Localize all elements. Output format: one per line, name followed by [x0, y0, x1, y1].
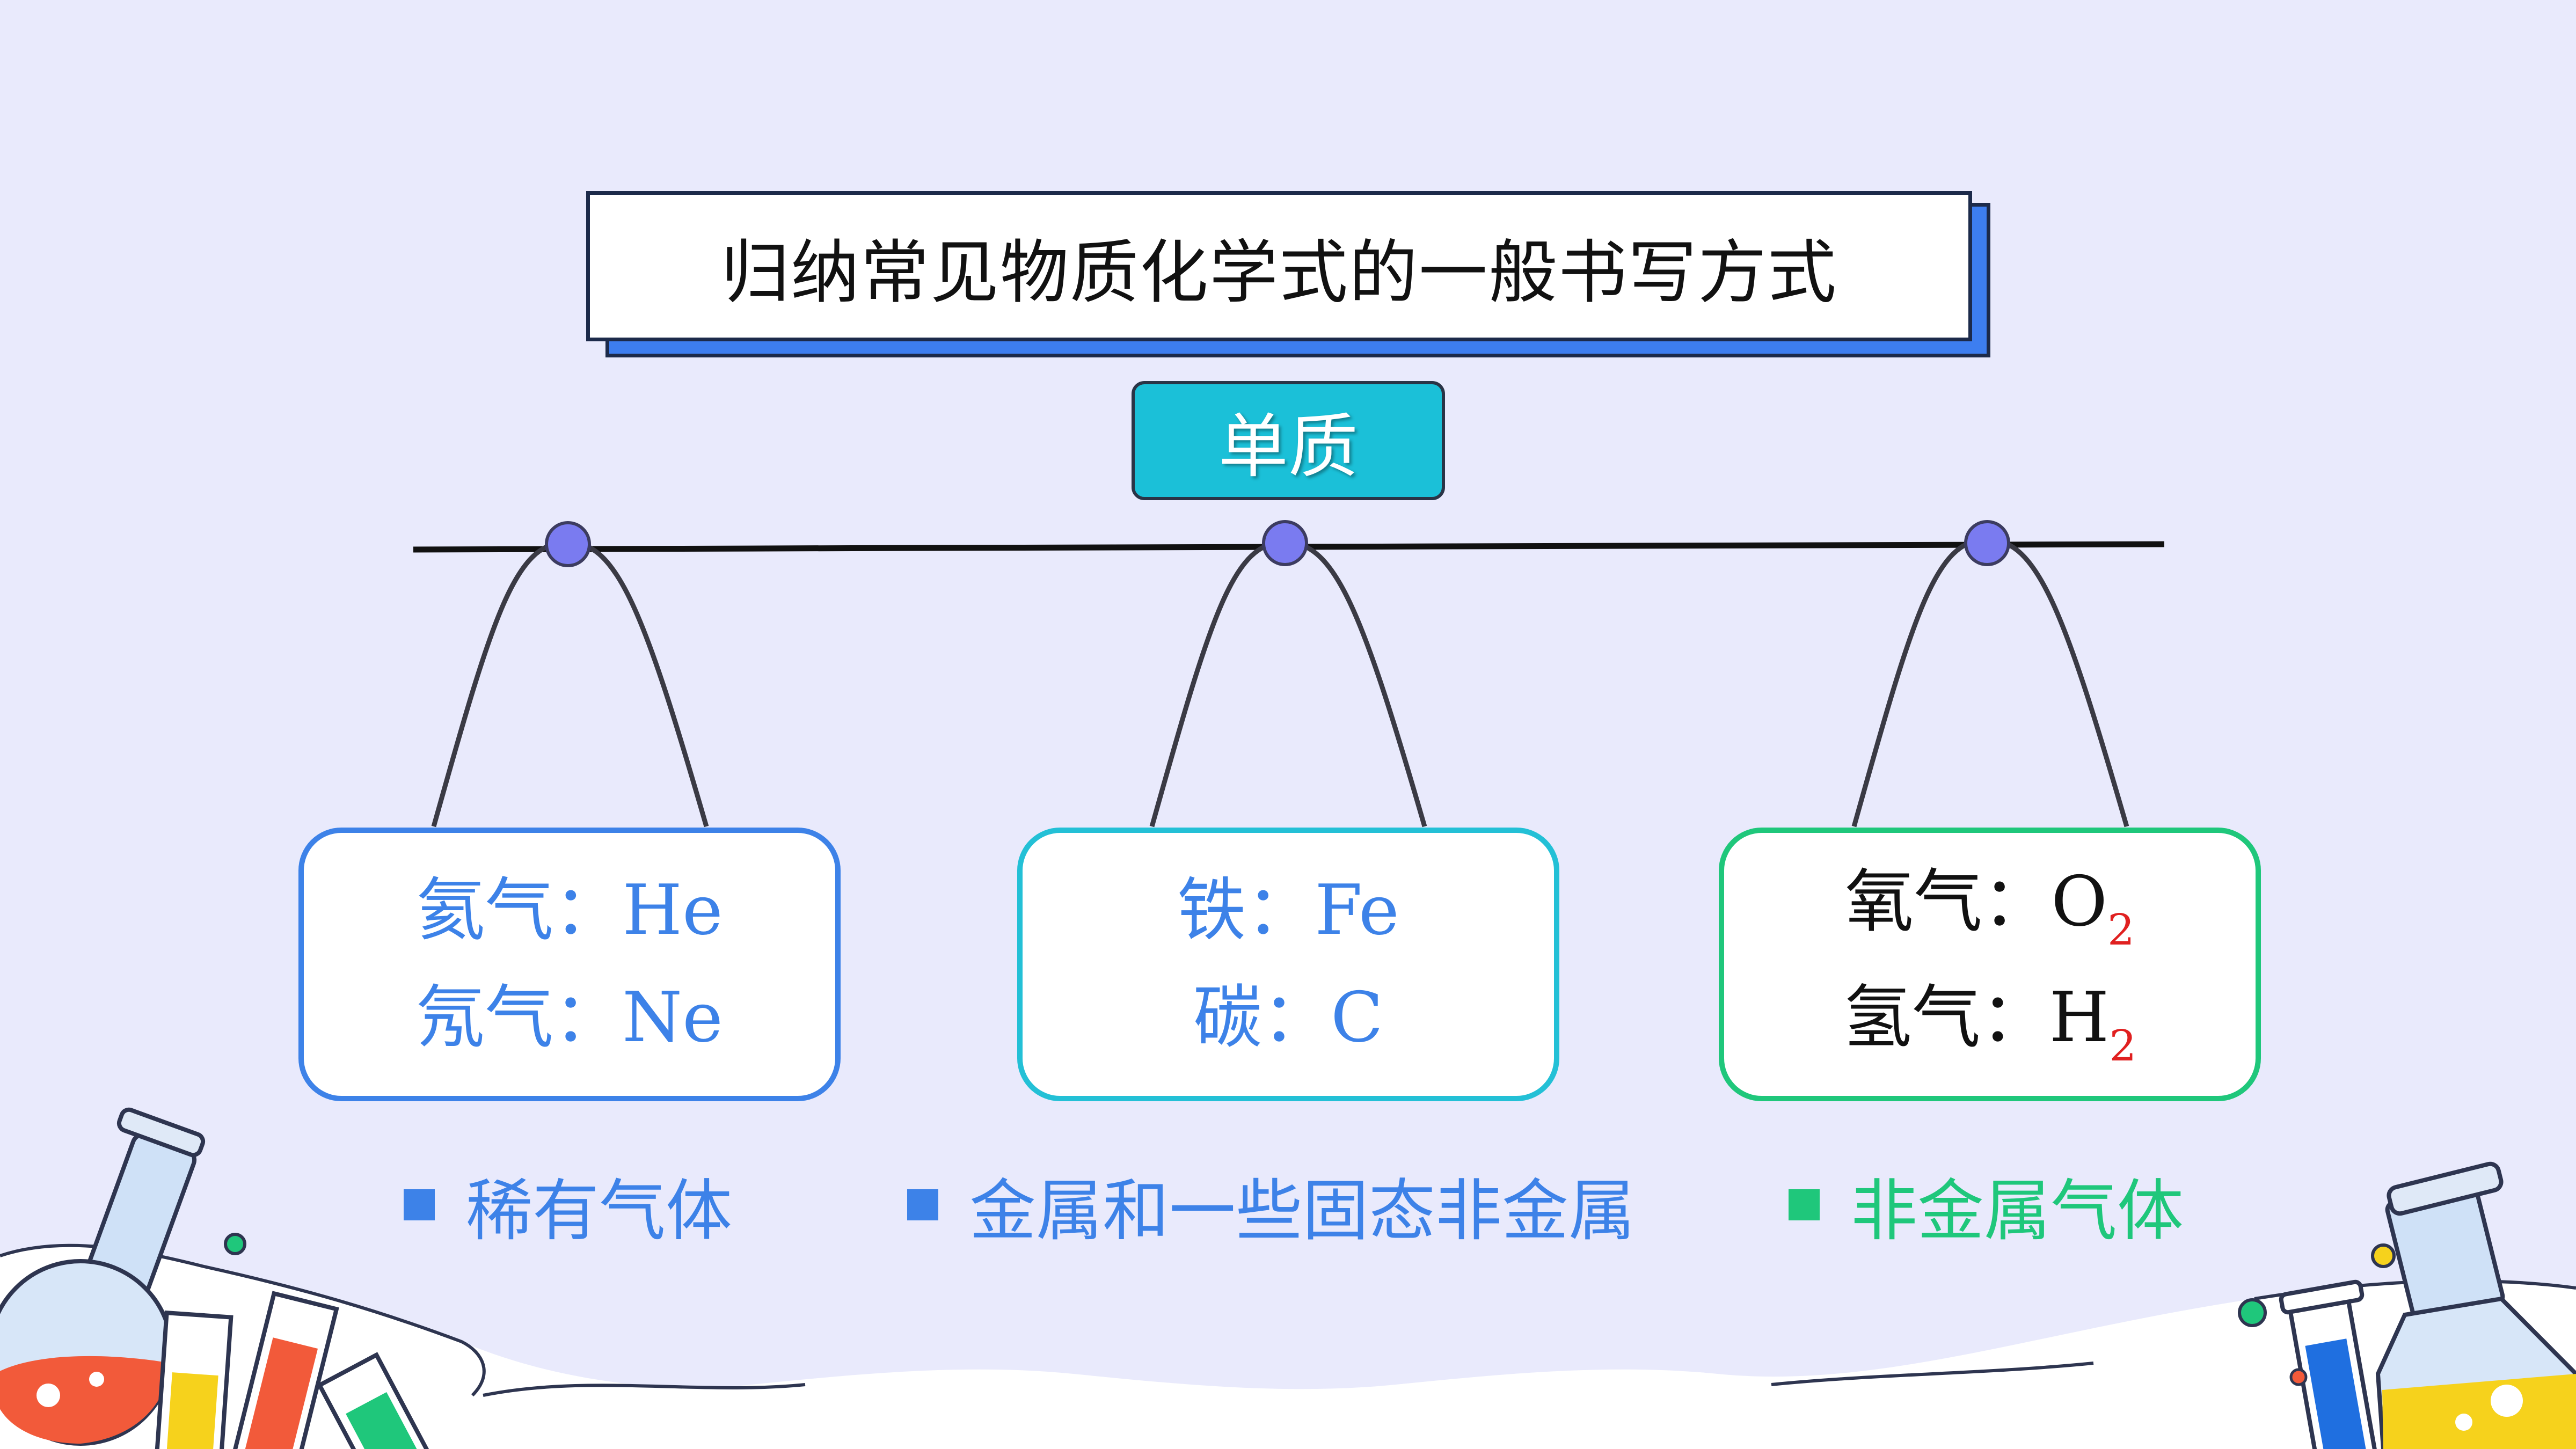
- substance-name: 氦气: [416, 870, 554, 950]
- separator: ：: [1980, 978, 2049, 1058]
- formula: He: [622, 870, 723, 950]
- formula: Fe: [1315, 870, 1399, 950]
- hanger-pin-1: [545, 521, 591, 567]
- card-nonmetal-gases: 氧气：O2 氢气：H2: [1719, 828, 2261, 1101]
- substance-name: 氧气: [1845, 862, 1983, 942]
- substance-name: 碳: [1193, 978, 1263, 1058]
- page-title: 归纳常见物质化学式的一般书写方式: [586, 191, 1972, 341]
- legend-label: 稀有气体: [466, 1173, 733, 1250]
- bubble-icon: [2289, 1368, 2308, 1386]
- card-line: 氧气：O2: [1845, 848, 2135, 964]
- cloud-outline: [0, 1243, 2576, 1397]
- formula: Ne: [622, 978, 723, 1058]
- bubble-icon: [2371, 1243, 2396, 1268]
- legend-square-icon: [1789, 1189, 1820, 1220]
- bubble-icon: [224, 1233, 246, 1255]
- legend-label: 金属和一些固态非金属: [969, 1173, 1636, 1250]
- subscript: 2: [2107, 905, 2135, 955]
- card-line: 氢气：H2: [1843, 964, 2137, 1080]
- substance-name: 铁: [1177, 870, 1246, 950]
- substance-name: 氢气: [1843, 978, 1981, 1058]
- formula: C: [1331, 978, 1383, 1058]
- card-line: 铁：Fe: [1177, 857, 1399, 964]
- card-line: 碳：C: [1193, 964, 1383, 1072]
- legend-square-icon: [404, 1189, 435, 1220]
- card-line: 氦气：He: [416, 857, 723, 964]
- legend-item-metals: 金属和一些固态非金属: [907, 1157, 1635, 1253]
- formula: O: [2051, 862, 2108, 942]
- substance-name: 氖气: [416, 978, 554, 1058]
- bubble-icon: [2238, 1298, 2267, 1327]
- card-line: 氖气：Ne: [416, 964, 723, 1072]
- hanger-pin-2: [1262, 520, 1308, 566]
- legend-square-icon: [907, 1189, 938, 1220]
- hanger-pin-3: [1964, 520, 2010, 566]
- legend-label: 非金属气体: [1851, 1173, 2184, 1250]
- subscript: 2: [2109, 1021, 2137, 1071]
- separator: ：: [1262, 978, 1331, 1058]
- formula: H: [2049, 978, 2110, 1058]
- card-metals-solids: 铁：Fe 碳：C: [1017, 828, 1559, 1101]
- legend-item-nonmetal-gases: 非金属气体: [1789, 1157, 2184, 1253]
- cloud-band: [0, 1245, 2576, 1449]
- separator: ：: [553, 870, 623, 950]
- category-badge: 单质: [1132, 381, 1445, 500]
- separator: ：: [1982, 862, 2052, 942]
- test-tube-icon: [153, 1291, 445, 1449]
- legend-item-noble-gases: 稀有气体: [404, 1157, 732, 1253]
- card-noble-gases: 氦气：He 氖气：Ne: [298, 828, 841, 1101]
- separator: ：: [553, 978, 623, 1058]
- separator: ：: [1246, 870, 1315, 950]
- beaker-flask-icon: [2375, 1161, 2576, 1449]
